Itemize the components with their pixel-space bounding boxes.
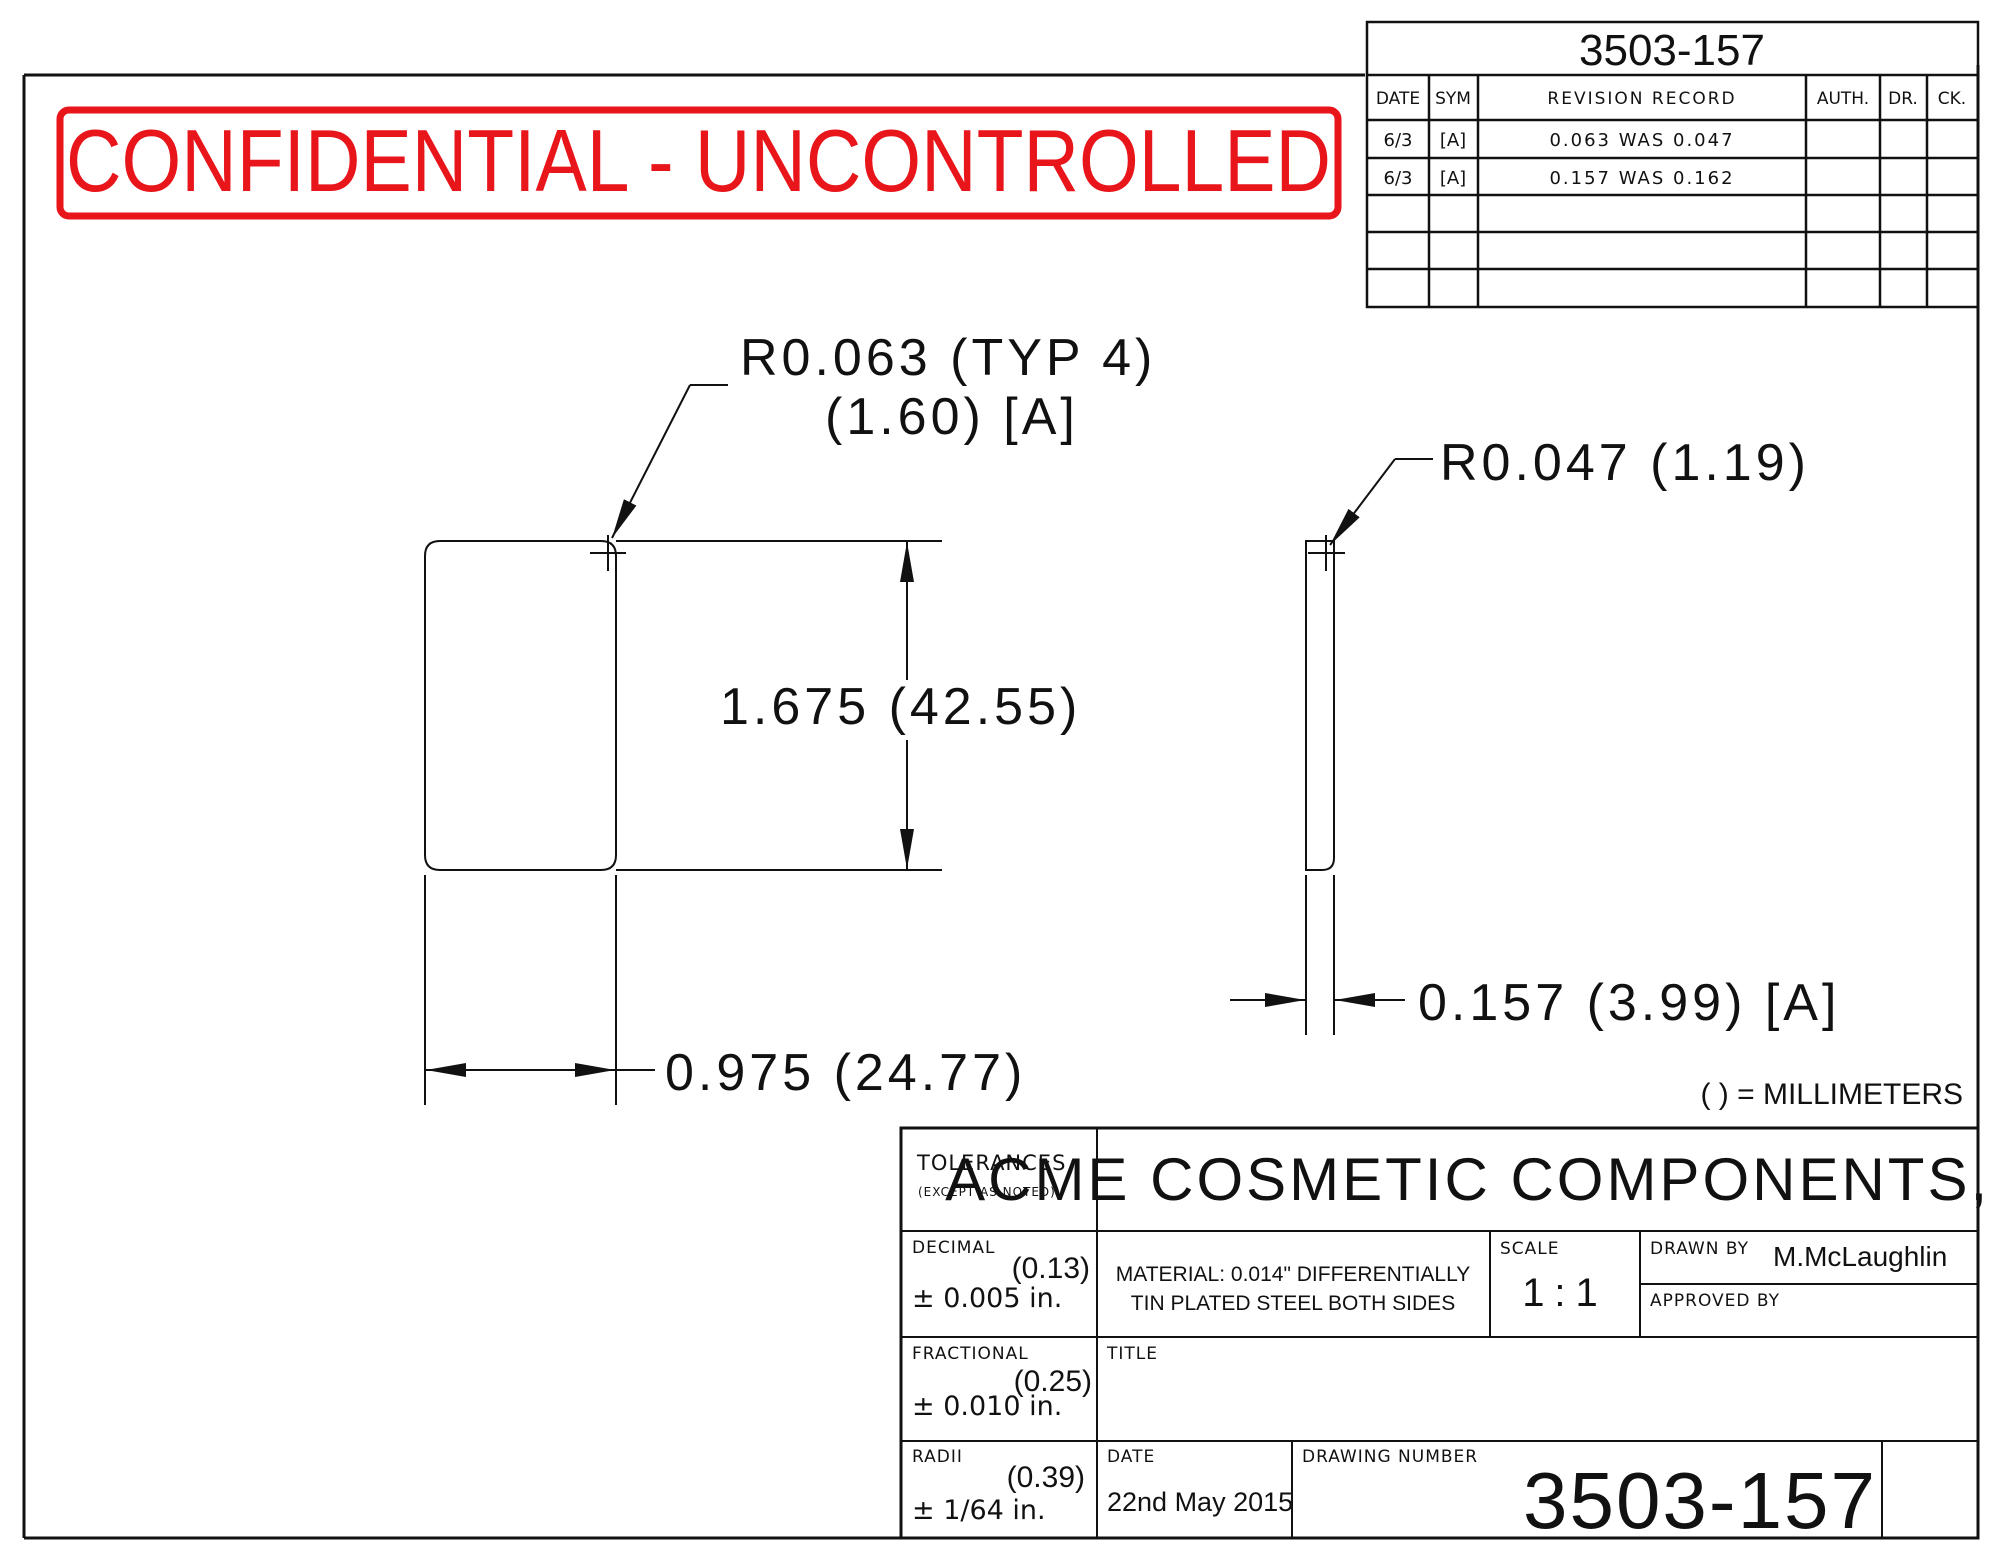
scale-label: SCALE [1500,1239,1560,1259]
side-view [1230,535,1405,1035]
except-label: (EXCEPT AS NOTED) [918,1185,1056,1199]
radius-small-label: R0.047 (1.19) [1440,434,1810,492]
decimal-value: ± 0.005 in. [912,1283,1062,1314]
fractional-mm: (0.25) [1014,1365,1092,1398]
decimal-label: DECIMAL [912,1238,995,1258]
drawing-number-label: DRAWING NUMBER [1302,1447,1478,1467]
side-outline [1305,540,1335,871]
drawing-number-value: 3503-157 [1523,1456,1877,1545]
thickness-label: 0.157 (3.99) [A] [1418,974,1840,1032]
confidential-banner-text: CONFIDENTIAL - UNCONTROLLED [66,111,1331,210]
width-dimension-label: 0.975 (24.77) [665,1044,1026,1102]
drawn-by-value: M.McLaughlin [1773,1241,1947,1272]
rev-row-1-sym: [A] [1440,130,1466,151]
rev-row-2-record: 0.157 WAS 0.162 [1549,168,1734,189]
drawn-by-label: DRAWN BY [1650,1239,1749,1259]
radius-large-leader [611,384,728,539]
title-block: TOLERANCES (EXCEPT AS NOTED) ACME COSMET… [899,1126,2000,1545]
rev-header-ck: CK. [1938,89,1966,109]
revision-drawing-number: 3503-157 [1579,26,1765,75]
radius-small-leader [1329,458,1433,546]
fractional-label: FRACTIONAL [912,1344,1029,1364]
radius-large-label-1: R0.063 (TYP 4) [740,329,1156,387]
part-outline [424,540,617,871]
material-line-2: TIN PLATED STEEL BOTH SIDES [1131,1292,1455,1315]
fractional-value: ± 0.010 in. [912,1391,1062,1422]
company-name: ACME COSMETIC COMPONENTS, LLC [945,1146,2000,1213]
radii-label: RADII [912,1447,963,1467]
confidential-banner: CONFIDENTIAL - UNCONTROLLED [56,106,1342,220]
height-dimension-label: 1.675 (42.55) [720,678,1081,736]
scale-value: 1:1 [1522,1271,1608,1315]
tolerances-label: TOLERANCES [916,1151,1066,1175]
revision-block: 3503-157 DATE SYM REVISION RECORD AUTH. … [1365,20,1980,309]
material-line-1: MATERIAL: 0.014" DIFFERENTIALLY [1116,1263,1470,1286]
rev-row-2-sym: [A] [1440,168,1466,189]
units-note: ( ) = MILLIMETERS [1700,1078,1963,1111]
rev-row-2-date: 6/3 [1384,168,1413,189]
sheet-border [22,65,1980,1540]
front-view [424,535,942,1105]
radii-mm: (0.39) [1007,1461,1085,1494]
radii-value: ± 1/64 in. [912,1495,1046,1526]
rev-row-1-date: 6/3 [1384,130,1413,151]
approved-by-label: APPROVED BY [1650,1291,1780,1311]
rev-header-sym: SYM [1435,89,1471,109]
rev-header-date: DATE [1376,89,1420,109]
rev-row-1-record: 0.063 WAS 0.047 [1549,130,1734,151]
decimal-mm: (0.13) [1012,1252,1090,1285]
radius-large-label-2: (1.60) [A] [825,388,1079,446]
rev-header-dr: DR. [1888,89,1918,109]
rev-header-record: REVISION RECORD [1547,89,1736,109]
date-value: 22nd May 2015 [1107,1487,1293,1517]
rev-header-auth: AUTH. [1817,89,1869,109]
title-label: TITLE [1106,1344,1158,1364]
date-label: DATE [1107,1447,1155,1467]
